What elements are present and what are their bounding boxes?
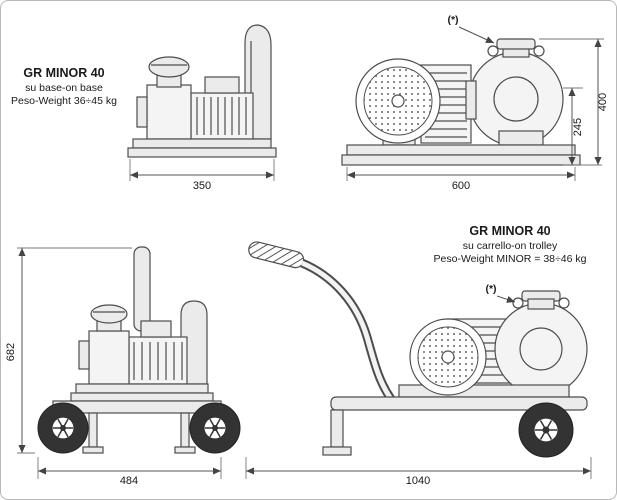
cap-ear-right-trolley (558, 297, 570, 309)
pump-pedestal (498, 130, 544, 146)
suction-flange-trolley (78, 340, 90, 370)
handle-grip (248, 241, 305, 269)
pump-baseflange-trolley (70, 392, 214, 402)
filler-cap-trolley (90, 304, 128, 324)
trolley-foot-right (174, 446, 196, 454)
motor-body (190, 92, 254, 140)
cap-ear-left (487, 45, 499, 57)
pump-volute-inner-trolley (519, 327, 563, 371)
note-arrow-trolley (496, 295, 516, 303)
terminal-box-trolley (140, 320, 172, 338)
base-flange-side (341, 154, 581, 166)
base-version-weight: Peso-Weight 36÷45 kg (11, 95, 117, 107)
dim-400-label: 400 (597, 93, 609, 111)
motor-fins (196, 97, 247, 135)
wheel-front-right (189, 402, 241, 454)
trolley-version-weight: Peso-Weight MINOR = 38÷46 kg (434, 253, 587, 265)
cap-ear-left-trolley (512, 297, 524, 309)
handle-tube-inner (301, 260, 394, 401)
dim-1040-label: 1040 (406, 475, 430, 487)
pump-casing-trolley (88, 330, 130, 385)
note-marker-trolley: (*) (485, 283, 516, 303)
pump-casing (146, 84, 192, 140)
base-flange (127, 147, 277, 158)
view-front-on-trolley (37, 246, 241, 454)
trolley-version-subtitle: su carrello-on trolley (463, 240, 558, 252)
motor-fins-trolley (133, 342, 183, 380)
note-arrow-base (458, 26, 495, 44)
dim-682: 682 (5, 247, 132, 454)
view-front-on-base (127, 24, 277, 158)
dim-245-label: 245 (572, 118, 584, 136)
coupling-flange (465, 80, 477, 120)
base-version-subtitle: su base-on base (25, 82, 103, 94)
dim-245: 245 (563, 87, 602, 166)
dim-400: 400 (539, 38, 609, 165)
pump-baseplate-trolley (75, 383, 209, 394)
label-block-base-version: GR MINOR 40 su base-on base Peso-Weight … (11, 66, 117, 107)
dim-484: 484 (37, 457, 222, 487)
trolley-leg-right (180, 412, 190, 448)
dim-1040: 1040 (245, 457, 592, 487)
motor-fins-side (425, 72, 467, 138)
filler-neck-trolley-side (527, 298, 555, 310)
terminal-box (204, 76, 240, 94)
wheel-front-left (37, 402, 89, 454)
trolley-rail-side (330, 396, 588, 411)
dim-350-label: 350 (193, 180, 211, 192)
note-marker-base: (*) (447, 14, 495, 44)
label-block-trolley-version: GR MINOR 40 su carrello-on trolley Peso-… (434, 224, 587, 265)
trolley-foot-left (82, 446, 104, 454)
handle-upright (133, 246, 151, 332)
pump-volute-trolley (494, 302, 588, 396)
fan-hub-trolley (441, 350, 455, 364)
dim-682-label: 682 (5, 343, 17, 361)
dim-484-label: 484 (120, 475, 138, 487)
trolley-version-title: GR MINOR 40 (469, 224, 550, 238)
filler-cap (148, 56, 190, 78)
pump-volute-inner (493, 76, 539, 122)
trolley-leg-side (330, 409, 344, 448)
cap-ear-right (533, 45, 545, 57)
base-plate-side (346, 144, 576, 156)
view-side-on-base (341, 38, 581, 166)
trolley-leg-left (88, 412, 98, 448)
trolley-footplate-side (322, 446, 352, 456)
note-asterisk-base: (*) (447, 14, 458, 26)
dim-350: 350 (129, 159, 275, 192)
filler-cap-side (496, 38, 536, 50)
dim-600-label: 600 (452, 180, 470, 192)
fan-hub (391, 94, 405, 108)
dim-600: 600 (346, 167, 576, 192)
view-side-on-trolley (248, 241, 588, 458)
wheel-side (518, 402, 574, 458)
suction-flange (136, 96, 148, 128)
base-version-title: GR MINOR 40 (23, 66, 104, 80)
note-asterisk-trolley: (*) (485, 283, 496, 295)
base-plate (132, 138, 272, 149)
